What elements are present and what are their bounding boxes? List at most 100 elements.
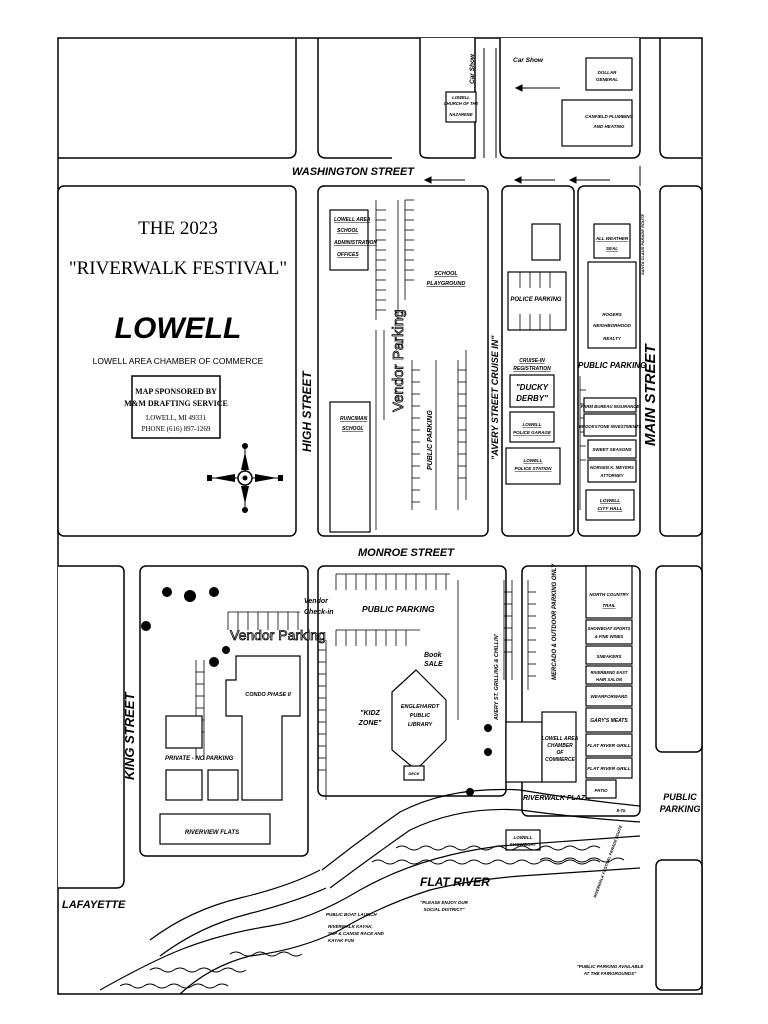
flat-river-grill-2-label: FLAT RIVER GRILL <box>587 766 631 772</box>
showboat-box <box>505 829 541 851</box>
riverview-label: RIVERVIEW FLATS <box>185 830 239 836</box>
school-line-2: SCHOOL <box>337 228 358 234</box>
patio-label: PATIO <box>594 788 608 793</box>
city-hall-line-1: LOWELL <box>600 498 620 504</box>
lafayette-label: LAFAYETTE <box>62 899 126 911</box>
public-parking-east-line-1: PUBLIC <box>663 792 697 802</box>
police-garage-line-1: LOWELL <box>523 422 542 427</box>
wearforward-label: WEARFORWARD <box>591 694 629 699</box>
dollar-line-1: DOLLAR <box>598 70 617 75</box>
block-east-top <box>655 565 703 753</box>
mercado-label: MERCADO & OUTDOOR PARKING ONLY <box>552 563 558 680</box>
cruise-reg-line-1: CRUISE-IN <box>519 358 545 364</box>
sweet-seasons-label: SWEET SEASONS <box>592 447 631 452</box>
riverwalk-plaza-label: RIVERWALK PLAZA <box>523 795 590 802</box>
avery-cruise-label: "AVERY STREET CRUISE IN" <box>490 335 500 460</box>
car-show-label-vertical: Car Show <box>469 53 476 84</box>
avery-south-parking <box>457 580 536 720</box>
showboat-line-1: LOWELL <box>514 835 533 840</box>
garys-label: GARY'S MEATS <box>590 718 628 724</box>
compass-icon <box>207 443 283 513</box>
deck-box <box>403 765 425 781</box>
riverwalk-path <box>321 788 641 871</box>
traffic-arrows <box>423 84 641 186</box>
chamber-building <box>505 721 543 783</box>
car-show-label: Car Show <box>513 57 544 64</box>
police-garage-line-2: POLICE GARAGE <box>513 430 552 435</box>
fairgrounds-line-2: AT THE FAIRGROUNDS" <box>583 971 637 976</box>
river-bank-north <box>99 835 641 991</box>
school-line-3: ADMINISTRATION <box>333 240 377 246</box>
chamber-line-3: OF <box>557 750 565 756</box>
library-public-parking-label: PUBLIC PARKING <box>362 604 435 614</box>
boat-launch-line-4: KAYAK FUN <box>328 938 355 943</box>
block-top-left <box>58 38 297 159</box>
dollar-general-box <box>585 57 633 91</box>
police-parking-label: POLICE PARKING <box>510 297 562 303</box>
north-country-line-1: NORTH COUNTRY <box>589 592 629 597</box>
title-festival: "RIVERWALK FESTIVAL" <box>69 258 287 279</box>
sponsor-line-1: MAP SPONSORED BY <box>135 387 217 396</box>
chamber-line-4: COMMERCE <box>545 757 575 763</box>
fairgrounds-line-1: "PUBLIC PARKING AVAILABLE <box>577 964 645 969</box>
condo-phase-ii-building <box>225 655 301 801</box>
condo-label: CONDO PHASE II <box>245 692 291 698</box>
river-bank-south <box>179 867 641 995</box>
main-street-label: MAIN STREET <box>642 342 659 446</box>
social-district-line-2: SOCIAL DISTRICT" <box>423 907 465 912</box>
boat-launch-line-2: RIVERWALK KAYAK, <box>328 924 373 929</box>
main-side-route-label: SANTA CLAUS PARADE ROUTE <box>640 214 645 275</box>
book-sale-line-1: Book <box>424 652 443 659</box>
runciman-box <box>329 401 371 533</box>
school-parking-stalls <box>375 199 414 530</box>
church-line-3: NAZARENE <box>449 112 472 117</box>
kidz-line-1: "KIDZ <box>360 710 380 717</box>
title-city: LOWELL <box>115 312 242 345</box>
church-box <box>445 91 477 123</box>
sweet-seasons-box <box>587 439 637 459</box>
park-path-2 <box>159 887 327 957</box>
showboat-sports-line-2: & FINE WINES <box>595 634 624 639</box>
sneakers-label: SNEAKERS <box>596 654 621 659</box>
private-no-parking-label: PRIVATE - NO PARKING <box>165 756 234 762</box>
library-line-1: ENGLEHARDT <box>401 704 440 710</box>
shops-column <box>585 565 633 799</box>
canfield-line-1: CANFIELD PLUMBING <box>585 114 633 119</box>
monroe-street-label: MONROE STREET <box>358 547 455 559</box>
title-year: THE 2023 <box>138 218 218 239</box>
ducky-line-2: DERBY" <box>516 394 548 403</box>
school-line-4: OFFICES <box>337 252 359 258</box>
rogers-line-3: REALTY <box>603 336 622 341</box>
library-parking-stalls <box>318 573 450 800</box>
flat-river-grill-1-label: FLAT RIVER GRILL <box>587 743 631 749</box>
vendor-parking-school-label: Vendor Parking <box>390 309 407 412</box>
runciman-line-2: SCHOOL <box>342 426 363 432</box>
city-hall-box <box>585 489 635 521</box>
dollar-line-2: GENERAL <box>596 77 618 82</box>
rogers-line-2: NEIGHBORHOOD <box>593 323 632 328</box>
school-admin-box <box>329 209 369 271</box>
carport-3 <box>207 769 239 801</box>
book-sale-line-2: SALE <box>424 661 443 668</box>
playground-line-1: SCHOOL <box>434 271 458 277</box>
police-building <box>531 223 561 261</box>
ducky-derby-box <box>509 374 555 408</box>
chamber-line-1: LOWELL AREA <box>542 736 579 742</box>
norgen-box <box>587 459 637 483</box>
block-top-mid-left <box>317 38 392 159</box>
brookstone-label: BROOKSTONE INVESTMENTS <box>579 424 642 429</box>
vendor-checkin-line-1: Vendor <box>304 598 329 605</box>
library-line-2: PUBLIC <box>410 713 432 719</box>
brookstone-box <box>583 413 637 437</box>
kidz-line-2: ZONE" <box>358 720 382 727</box>
flat-river-label: FLAT RIVER <box>420 875 490 889</box>
public-parking-east-line-2: PARKING <box>660 804 701 814</box>
playground-line-2: PLAYGROUND <box>427 281 466 287</box>
city-hall-line-2: CITY HALL <box>598 506 623 512</box>
riverwalk-path-inner <box>329 808 641 889</box>
riverbend-line-2: HAIR SALON <box>596 677 623 682</box>
school-public-parking-label: PUBLIC PARKING <box>427 410 434 470</box>
chamber-line-2: CHAMBER <box>547 743 573 749</box>
ducky-line-1: "DUCKY <box>516 383 549 392</box>
